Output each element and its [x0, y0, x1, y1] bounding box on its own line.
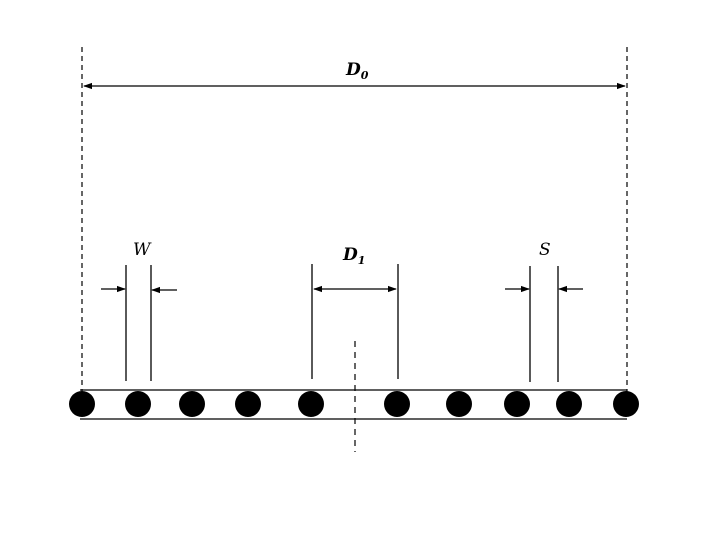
w-dimension: W: [101, 240, 177, 381]
bead: [384, 391, 410, 417]
bead: [446, 391, 472, 417]
bead: [556, 391, 582, 417]
bead: [298, 391, 324, 417]
bead: [179, 391, 205, 417]
d1-label: D1: [342, 245, 365, 267]
bead: [235, 391, 261, 417]
bead: [69, 391, 95, 417]
bead-strip: [69, 389, 639, 420]
bead: [613, 391, 639, 417]
d1-dimension: D1: [311, 245, 399, 379]
s-dimension: S: [505, 240, 583, 382]
s-label: S: [539, 240, 551, 260]
d0-label: D0: [345, 60, 369, 82]
bead: [504, 391, 530, 417]
d0-dimension: D0: [81, 47, 628, 392]
bead: [125, 391, 151, 417]
w-label: W: [133, 240, 152, 260]
